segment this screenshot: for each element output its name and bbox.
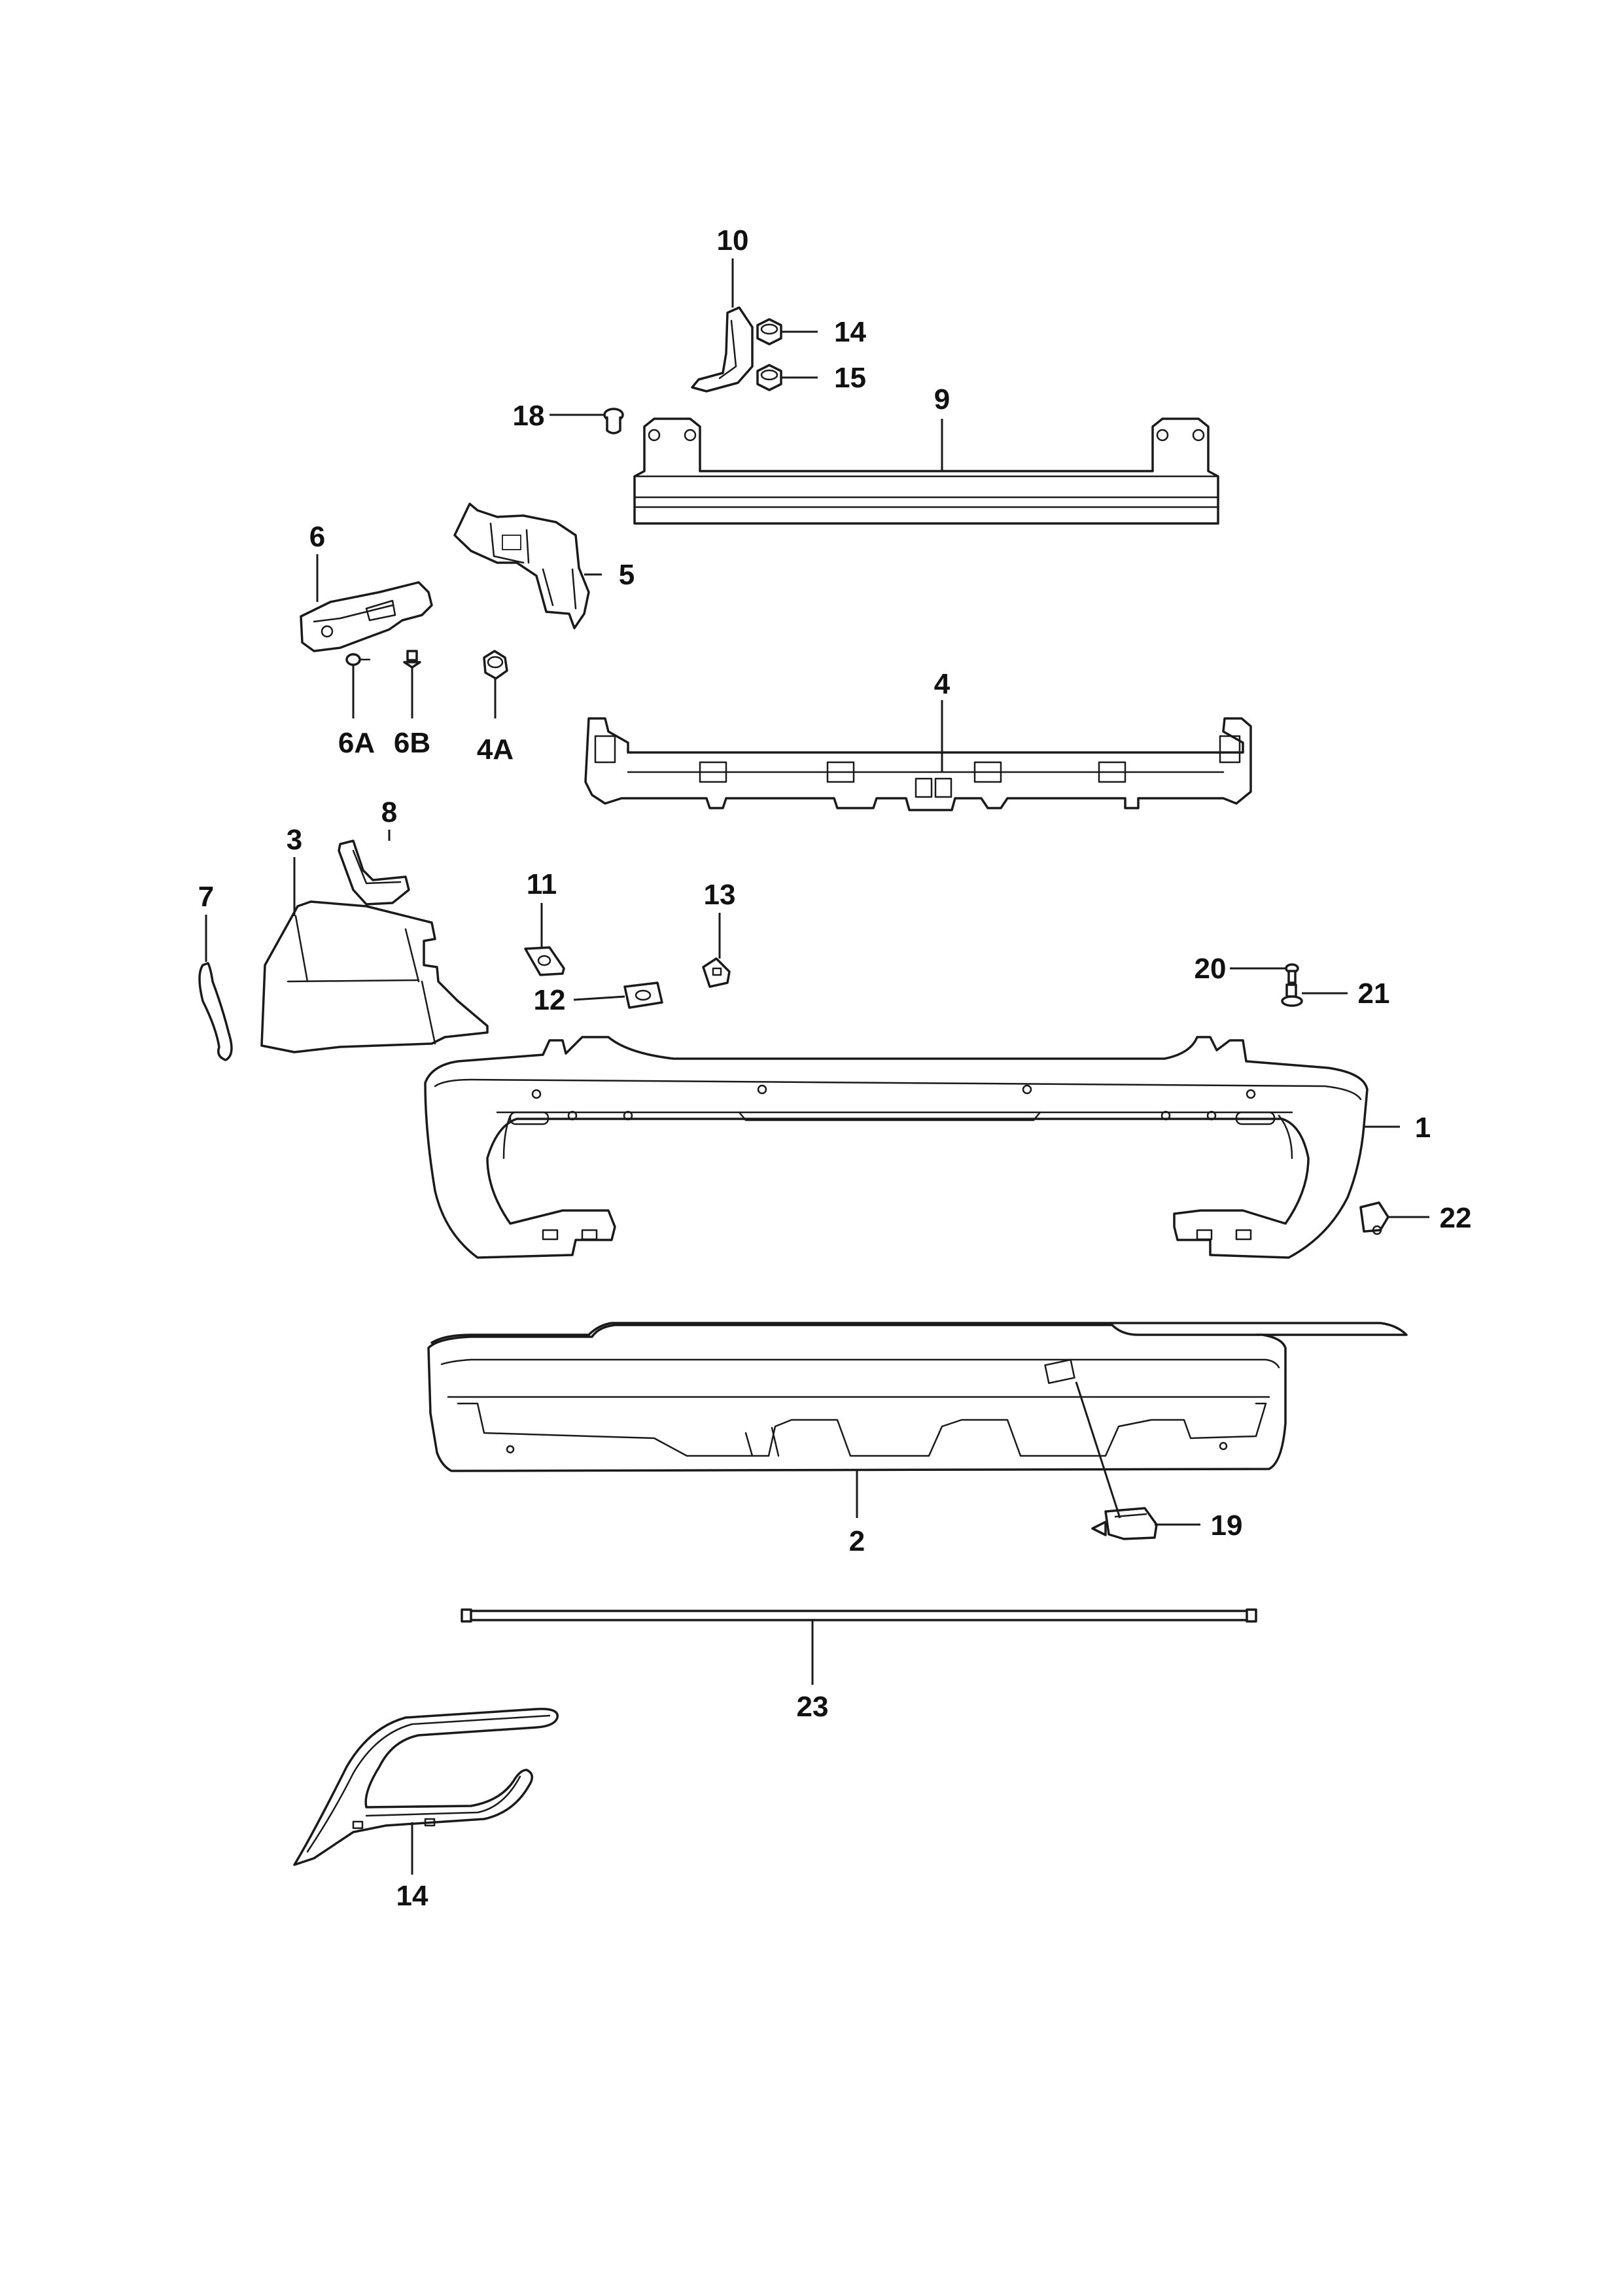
callout-21: 22 <box>1440 1202 1472 1234</box>
callout-23: 23 <box>797 1691 829 1723</box>
part-6b-bolt <box>403 650 421 669</box>
callout-6b: 6B <box>394 727 430 759</box>
part-21-cap <box>1359 1201 1389 1235</box>
part-3-side-panel <box>260 900 489 1053</box>
part-1-bumper-cover <box>424 1036 1369 1259</box>
part-14-nut-lower <box>756 364 782 391</box>
callout-22: 14 <box>396 1880 428 1912</box>
part-20-clip <box>1281 983 1303 1007</box>
part-8-bracket <box>338 839 410 906</box>
callout-4: 4 <box>934 668 951 700</box>
callout-3: 3 <box>287 824 302 856</box>
callout-10: 12 <box>534 984 566 1016</box>
callout-12: 9 <box>934 383 950 415</box>
part-12-reinforcement-beam <box>633 417 1219 525</box>
callout-4a: 4A <box>477 733 514 766</box>
callout-1: 1 <box>1415 1112 1431 1144</box>
part-13-bracket <box>691 306 754 393</box>
part-15-clip <box>603 408 624 434</box>
part-5-side-bracket <box>453 503 590 629</box>
leader-lines <box>205 258 1429 1875</box>
callout-13: 10 <box>717 224 749 256</box>
callout-labels: 10 14 15 18 9 6 5 6A 6B 4A 4 3 8 7 11 12… <box>198 224 1472 1912</box>
callout-20: 21 <box>1358 978 1390 1010</box>
callout-6a: 6A <box>338 727 375 759</box>
part-14-nut-upper <box>756 318 782 345</box>
part-18-cover-cap <box>1104 1507 1158 1540</box>
callout-5: 5 <box>619 559 635 591</box>
callout-2: 2 <box>849 1525 865 1557</box>
callout-18: 19 <box>1211 1510 1243 1542</box>
part-23-trim-strip <box>461 1608 1257 1623</box>
part-6-small-bracket <box>300 581 433 652</box>
callout-14-upper: 14 <box>834 316 866 348</box>
part-6a-screw <box>345 653 371 666</box>
part-10-clip <box>623 981 663 1009</box>
part-11-clip <box>702 957 731 988</box>
callout-14-lower: 15 <box>834 362 866 394</box>
callout-9: 11 <box>527 868 557 900</box>
part-4a-nut <box>483 650 508 680</box>
callout-8: 8 <box>381 796 397 828</box>
callout-19: 20 <box>1195 953 1227 985</box>
callout-11: 13 <box>704 879 736 911</box>
part-7-seal-strip <box>198 962 233 1061</box>
part-9-clip <box>524 946 565 976</box>
callout-7: 7 <box>198 881 214 913</box>
part-4-absorber-bracket <box>584 717 1252 811</box>
part-22-exhaust-trim <box>293 1708 559 1866</box>
callout-15: 18 <box>513 400 545 432</box>
part-2-lower-diffuser <box>427 1322 1408 1472</box>
part-19-screw <box>1285 963 1299 984</box>
callout-6: 6 <box>309 521 325 553</box>
